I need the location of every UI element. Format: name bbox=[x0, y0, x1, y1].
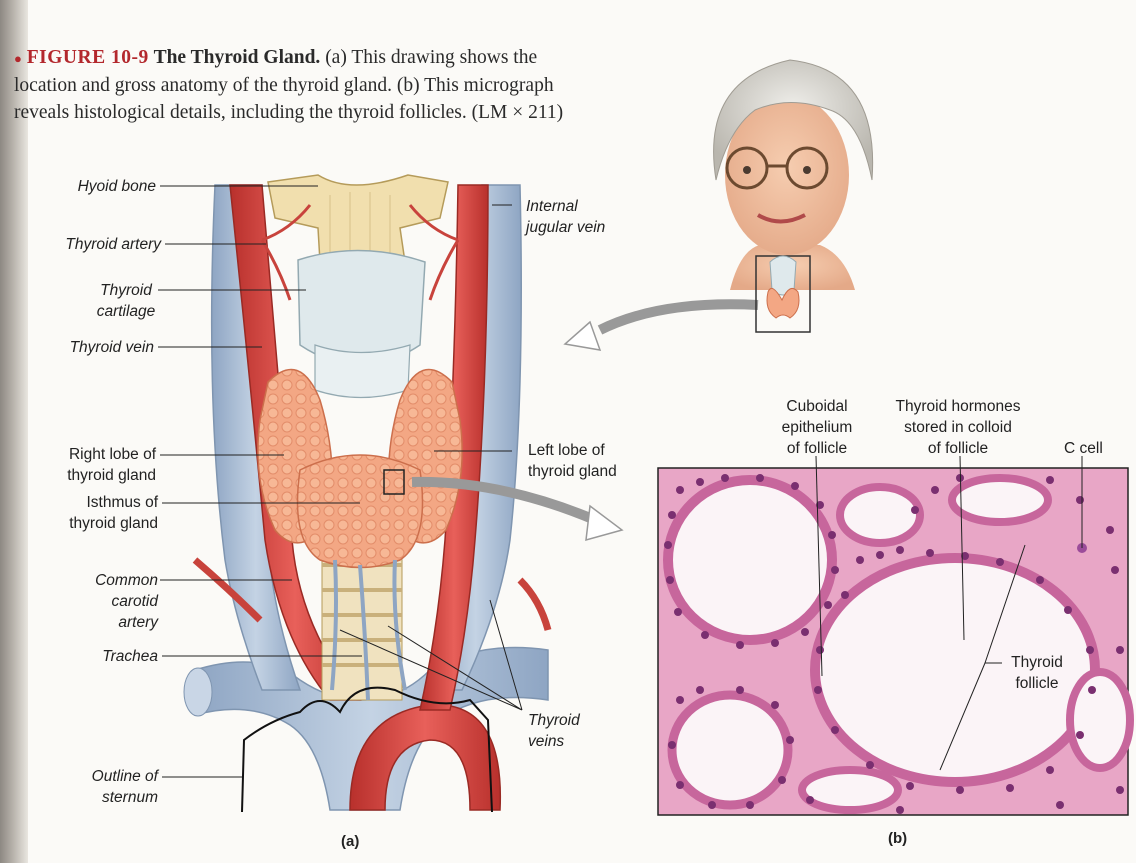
label-thyroid-vein: Thyroid vein bbox=[40, 337, 154, 358]
label-thyroid-follicle: Thyroid follicle bbox=[1005, 652, 1069, 694]
label-thyroid-artery: Thyroid artery bbox=[30, 234, 161, 255]
label-hormones-line1: Thyroid hormones bbox=[882, 396, 1034, 417]
label-right-lobe: Right lobe of thyroid gland bbox=[50, 444, 156, 486]
woman-portrait-illustration bbox=[714, 60, 873, 332]
label-outline-sternum-line2: sternum bbox=[70, 787, 158, 808]
label-hyoid-bone: Hyoid bone bbox=[40, 176, 156, 197]
label-cuboidal-line2: epithelium bbox=[770, 417, 864, 438]
label-internal-jugular-line2: jugular vein bbox=[526, 217, 605, 238]
label-isthmus-line1: Isthmus of bbox=[50, 492, 158, 513]
label-cuboidal-line3: of follicle bbox=[770, 438, 864, 459]
label-thyroid-veins-line1: Thyroid bbox=[528, 710, 580, 731]
label-right-lobe-line1: Right lobe of bbox=[50, 444, 156, 465]
label-isthmus: Isthmus of thyroid gland bbox=[50, 492, 158, 534]
label-thyroid-hormones-colloid: Thyroid hormones stored in colloid of fo… bbox=[882, 396, 1034, 459]
label-left-lobe-line2: thyroid gland bbox=[528, 461, 617, 482]
label-outline-sternum-line1: Outline of bbox=[70, 766, 158, 787]
label-follicle-line2: follicle bbox=[1005, 673, 1069, 694]
panel-b-label: (b) bbox=[888, 830, 907, 847]
label-thyroid-cartilage-line2: cartilage bbox=[90, 301, 162, 322]
label-trachea: Trachea bbox=[80, 646, 158, 667]
label-thyroid-cartilage: Thyroid cartilage bbox=[90, 280, 162, 322]
label-right-lobe-line2: thyroid gland bbox=[50, 465, 156, 486]
label-follicle-line1: Thyroid bbox=[1005, 652, 1069, 673]
micrograph-image bbox=[658, 468, 1130, 815]
label-hormones-line2: stored in colloid bbox=[882, 417, 1034, 438]
label-thyroid-veins: Thyroid veins bbox=[528, 710, 580, 752]
label-common-carotid-line3: artery bbox=[80, 612, 158, 633]
label-common-carotid-artery: Common carotid artery bbox=[80, 570, 158, 633]
arrow-to-drawing bbox=[600, 304, 758, 330]
panel-a-label: (a) bbox=[341, 833, 359, 850]
label-left-lobe-line1: Left lobe of bbox=[528, 440, 617, 461]
label-hormones-line3: of follicle bbox=[882, 438, 1034, 459]
arrow-head-2 bbox=[586, 506, 622, 540]
label-outline-of-sternum: Outline of sternum bbox=[70, 766, 158, 808]
label-left-lobe: Left lobe of thyroid gland bbox=[528, 440, 617, 482]
label-isthmus-line2: thyroid gland bbox=[50, 513, 158, 534]
label-internal-jugular-line1: Internal bbox=[526, 196, 605, 217]
label-common-carotid-line2: carotid bbox=[80, 591, 158, 612]
label-cuboidal-line1: Cuboidal bbox=[770, 396, 864, 417]
label-thyroid-veins-line2: veins bbox=[528, 731, 580, 752]
label-c-cell: C cell bbox=[1064, 438, 1103, 459]
arrow-head-1 bbox=[565, 322, 600, 350]
label-common-carotid-line1: Common bbox=[80, 570, 158, 591]
label-thyroid-cartilage-line1: Thyroid bbox=[90, 280, 162, 301]
label-cuboidal-epithelium: Cuboidal epithelium of follicle bbox=[770, 396, 864, 459]
label-internal-jugular-vein: Internal jugular vein bbox=[526, 196, 605, 238]
